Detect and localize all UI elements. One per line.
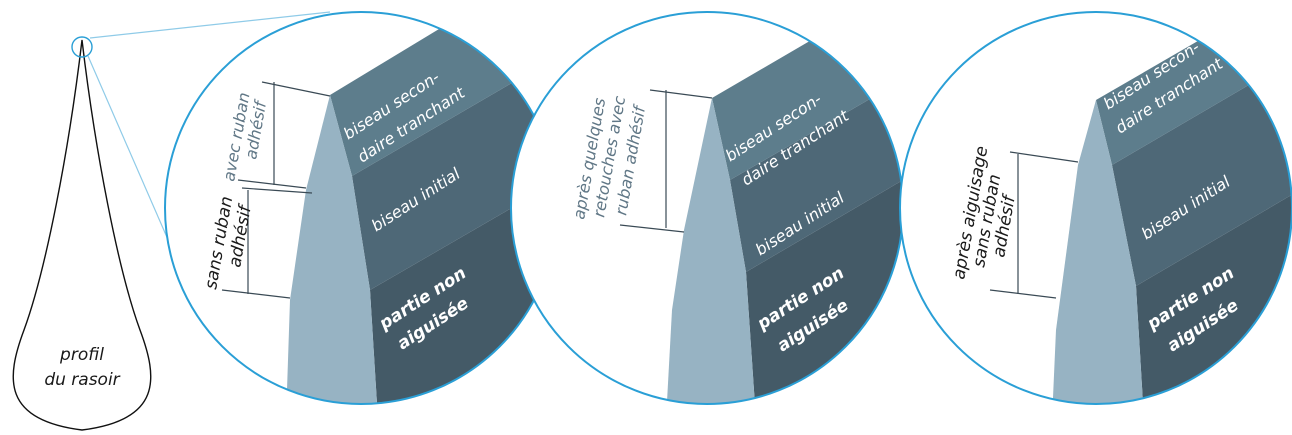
blade-face: [1052, 100, 1144, 404]
band-mid: [352, 55, 557, 290]
band-mid: [730, 70, 903, 272]
razor-profile: profil du rasoir: [12, 11, 331, 431]
razor-label-line2: du rasoir: [44, 370, 120, 390]
blade-face: [286, 95, 378, 404]
zoom-line-bottom: [87, 55, 177, 259]
dimension-marks: [221, 81, 331, 299]
razor-label-line1: profil: [59, 345, 104, 365]
blade-face: [666, 98, 756, 404]
dimension-marks: [619, 89, 713, 233]
zoom-panel-2: après quelques retouches avec ruban adhé…: [510, 11, 904, 405]
zoom-panel-3: après aiguisage sans ruban adhésif bisea…: [899, 11, 1292, 405]
zoom-circle-small: [71, 36, 93, 58]
razor-outline: [12, 39, 152, 431]
zoom-circle: [899, 11, 1292, 405]
band-mid: [1112, 55, 1292, 286]
zoom-line-top: [89, 11, 331, 39]
dimension-marks: [989, 151, 1079, 299]
